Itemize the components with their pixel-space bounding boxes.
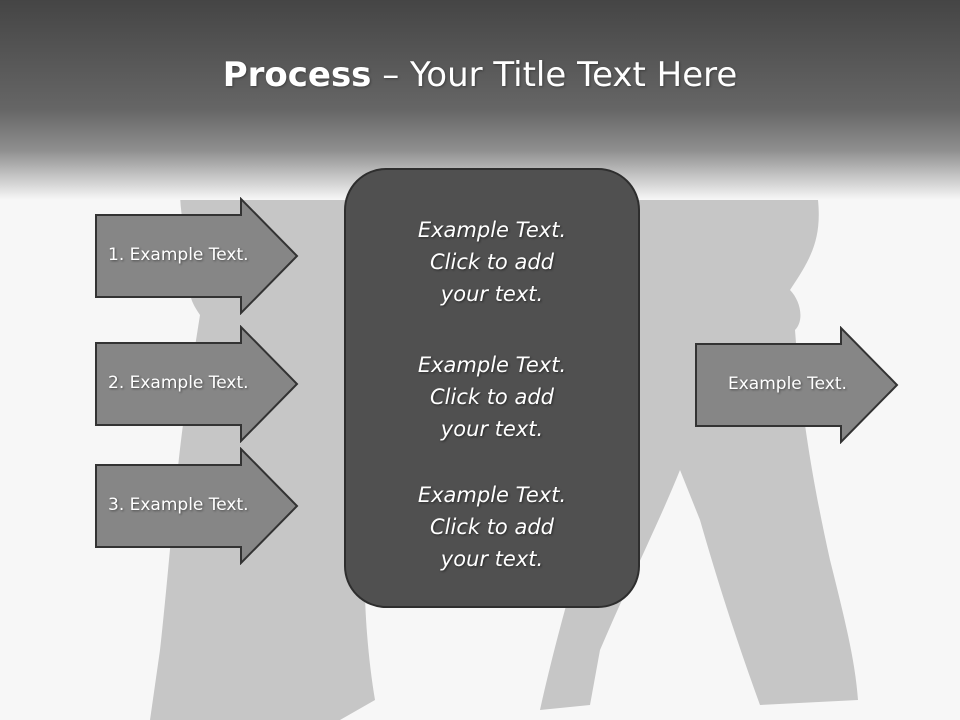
right-arrow-shape bbox=[695, 326, 899, 444]
slide-title: Process – Your Title Text Here bbox=[0, 52, 960, 98]
process-text-line: Example Text. bbox=[417, 218, 567, 242]
title-bold: Process bbox=[222, 55, 372, 95]
input-arrow-label: 3. Example Text. bbox=[108, 495, 249, 515]
process-text-block-1: Example Text. Click to add your text. bbox=[346, 214, 638, 310]
input-arrow-3: 3. Example Text. bbox=[94, 447, 300, 565]
process-box: Example Text. Click to add your text. Ex… bbox=[344, 168, 640, 608]
input-arrow-label: 1. Example Text. bbox=[108, 245, 249, 265]
right-arrow-shape bbox=[95, 197, 299, 315]
process-text-line: Click to add bbox=[429, 250, 554, 274]
process-text-line: Click to add bbox=[429, 385, 554, 409]
process-text-line: your text. bbox=[440, 282, 544, 306]
input-arrow-2: 2. Example Text. bbox=[94, 325, 300, 443]
right-arrow-shape bbox=[95, 325, 299, 443]
process-text-line: your text. bbox=[440, 417, 544, 441]
input-arrow-1: 1. Example Text. bbox=[94, 197, 300, 315]
process-text-line: Example Text. bbox=[417, 483, 567, 507]
process-text-line: Click to add bbox=[429, 515, 554, 539]
process-text-line: Example Text. bbox=[417, 353, 567, 377]
output-arrow-label: Example Text. bbox=[728, 374, 847, 394]
process-text-line: your text. bbox=[440, 547, 544, 571]
input-arrow-label: 2. Example Text. bbox=[108, 373, 249, 393]
process-text-block-3: Example Text. Click to add your text. bbox=[346, 479, 638, 575]
title-rest: – Your Title Text Here bbox=[371, 55, 738, 95]
right-arrow-shape bbox=[95, 447, 299, 565]
output-arrow: Example Text. bbox=[694, 326, 900, 444]
process-text-block-2: Example Text. Click to add your text. bbox=[346, 349, 638, 445]
